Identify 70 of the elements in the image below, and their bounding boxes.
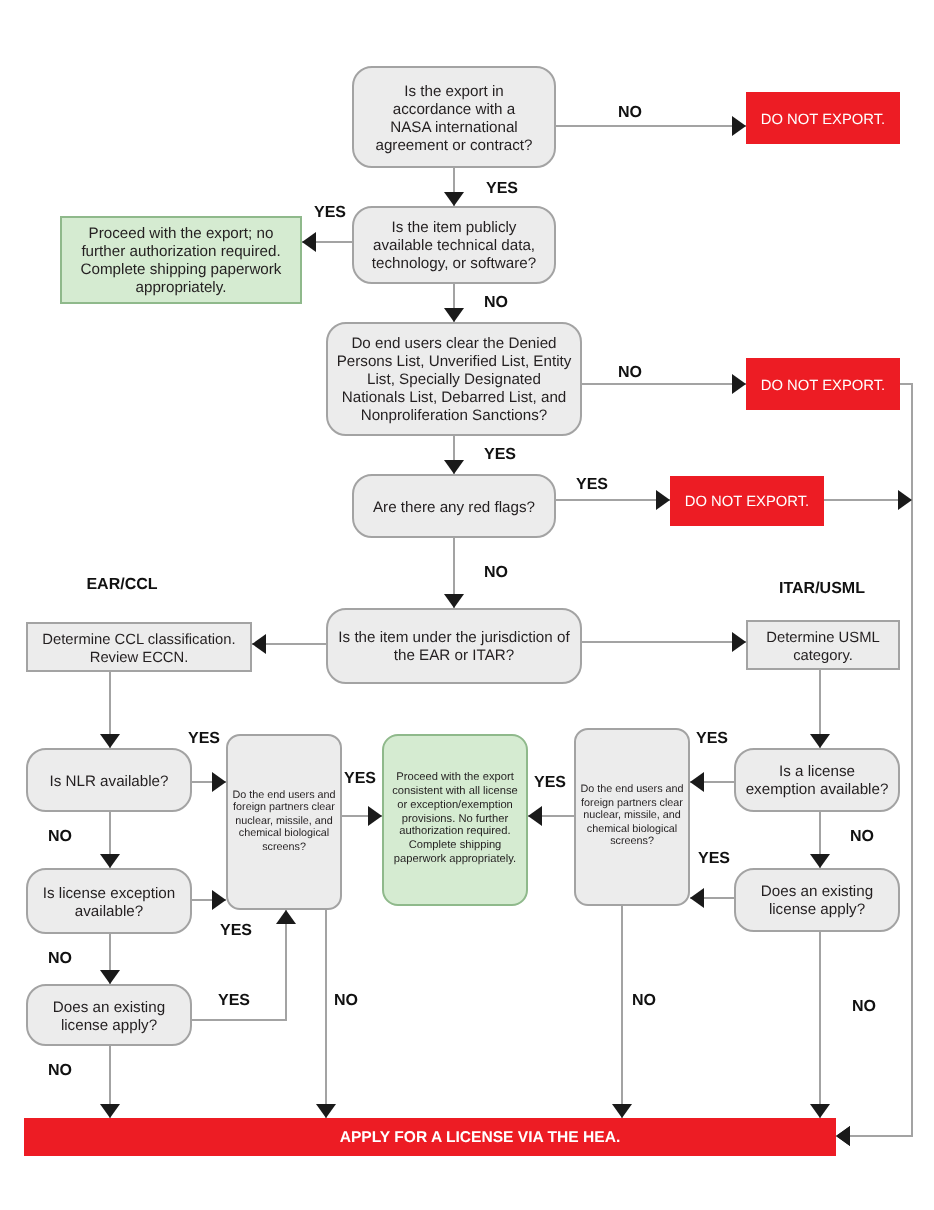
decision-box <box>734 748 900 812</box>
arrow <box>301 232 353 252</box>
stop-box <box>746 92 900 144</box>
section-label: ITAR/USML <box>779 579 865 597</box>
arrow <box>612 905 632 1119</box>
stop-box <box>746 358 900 410</box>
arrow <box>100 933 120 985</box>
edge-label: NO <box>484 293 508 311</box>
arrow <box>100 811 120 869</box>
decision-box <box>352 474 556 538</box>
decision-box <box>26 868 192 934</box>
outcome-box <box>382 734 528 906</box>
edge-label: YES <box>314 203 346 221</box>
edge-label: NO <box>48 827 72 845</box>
arrow <box>191 909 296 1021</box>
process-box <box>26 622 252 672</box>
arrow <box>444 435 464 475</box>
decision-box <box>26 984 192 1046</box>
arrow <box>444 283 464 323</box>
arrow <box>100 671 120 749</box>
arrow <box>555 490 671 510</box>
arrow <box>810 931 830 1119</box>
screening-box <box>226 734 342 910</box>
edge-label: YES <box>484 445 516 463</box>
arrow <box>581 374 747 394</box>
arrow <box>191 890 227 910</box>
decision-box <box>352 206 556 284</box>
decision-box <box>326 322 582 436</box>
arrow <box>810 669 830 749</box>
screening-box <box>574 728 690 906</box>
action-bar <box>24 1118 836 1156</box>
edge-label: YES <box>486 179 518 197</box>
arrow <box>100 1045 120 1119</box>
edge-label: YES <box>220 921 252 939</box>
arrow <box>341 806 383 826</box>
arrow <box>527 806 575 826</box>
arrow <box>316 909 336 1119</box>
edge-label: NO <box>618 103 642 121</box>
edge-label: YES <box>698 849 730 867</box>
process-box <box>746 620 900 670</box>
arrow <box>191 772 227 792</box>
stop-box <box>670 476 824 526</box>
arrow <box>689 772 735 792</box>
arrow <box>444 537 464 609</box>
edge-label: NO <box>48 1061 72 1079</box>
outcome-box <box>60 216 302 304</box>
arrow <box>810 811 830 869</box>
decision-box <box>734 868 900 932</box>
edge-label: YES <box>344 769 376 787</box>
edge-label: YES <box>218 991 250 1009</box>
edge-label: NO <box>48 949 72 967</box>
edge-label: NO <box>484 563 508 581</box>
arrow <box>581 632 747 652</box>
edge-label: NO <box>334 991 358 1009</box>
edge-label: NO <box>850 827 874 845</box>
section-label: EAR/CCL <box>86 575 158 593</box>
decision-box <box>352 66 556 168</box>
edge-label: YES <box>534 773 566 791</box>
arrow <box>555 116 747 136</box>
edge-label: YES <box>576 475 608 493</box>
edge-label: YES <box>696 729 728 747</box>
arrow <box>251 634 327 654</box>
edge-label: NO <box>618 363 642 381</box>
arrow <box>444 167 464 207</box>
edge-label: YES <box>188 729 220 747</box>
decision-box <box>26 748 192 812</box>
decision-box <box>326 608 582 684</box>
edge-label: NO <box>632 991 656 1009</box>
arrow <box>689 888 735 908</box>
edge-label: NO <box>852 997 876 1015</box>
